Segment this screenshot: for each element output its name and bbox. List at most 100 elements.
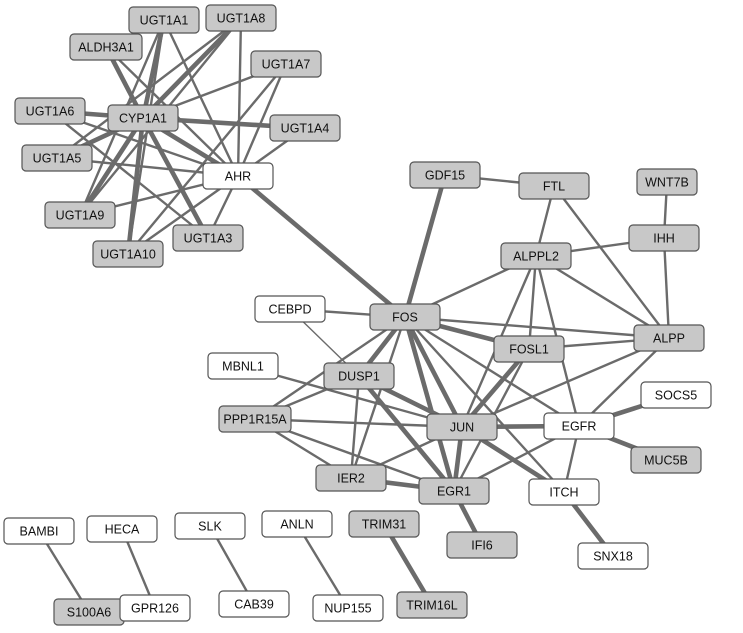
- node-ugt1a7[interactable]: UGT1A7: [250, 50, 322, 78]
- node-fosl1[interactable]: FOSL1: [493, 335, 565, 363]
- node-label: ALDH3A1: [78, 41, 134, 55]
- node-label: FOS: [392, 311, 418, 325]
- node-snx18[interactable]: SNX18: [577, 542, 649, 570]
- node-alppl2[interactable]: ALPPL2: [500, 242, 572, 270]
- edge-ugt1a1-ugt1a10: [126, 18, 166, 256]
- node-ihh[interactable]: IHH: [628, 224, 700, 252]
- edge-alppl2-fosl1: [527, 254, 538, 351]
- node-box: [269, 114, 341, 142]
- node-label: SLK: [198, 520, 222, 534]
- node-box: [254, 295, 326, 323]
- node-box: [250, 50, 322, 78]
- node-cebpd[interactable]: CEBPD: [254, 295, 326, 323]
- edge-gdf15-fos: [402, 172, 448, 320]
- node-trim16l[interactable]: TRIM16L: [396, 591, 468, 619]
- node-aldh3a1[interactable]: ALDH3A1: [69, 33, 143, 61]
- node-label: DUSP1: [338, 370, 380, 384]
- node-label: IHH: [653, 232, 675, 246]
- node-label: CAB39: [234, 598, 274, 612]
- node-mbnl1[interactable]: MBNL1: [207, 352, 279, 380]
- node-fos[interactable]: FOS: [369, 303, 441, 331]
- node-gdf15[interactable]: GDF15: [409, 161, 481, 189]
- edge-anln-nup155: [295, 522, 350, 610]
- node-label: GPR126: [131, 602, 179, 616]
- node-slk[interactable]: SLK: [174, 512, 246, 540]
- node-s100a6[interactable]: S100A6: [53, 598, 125, 626]
- node-label: EGFR: [562, 420, 597, 434]
- node-cab39[interactable]: CAB39: [218, 590, 290, 618]
- edge-ugt1a7-ugt1a10: [126, 62, 288, 256]
- node-socs5[interactable]: SOCS5: [640, 381, 712, 409]
- node-box: [218, 590, 290, 618]
- node-box: [92, 240, 164, 268]
- node-label: TRIM31: [362, 518, 407, 532]
- node-heca[interactable]: HECA: [86, 515, 158, 543]
- node-label: ITCH: [549, 486, 578, 500]
- node-label: TRIM16L: [406, 599, 457, 613]
- node-box: [323, 362, 395, 390]
- edge-fos-egr1: [402, 314, 457, 494]
- node-label: CEBPD: [268, 303, 311, 317]
- node-anln[interactable]: ANLN: [261, 510, 333, 538]
- node-ugt1a10[interactable]: UGT1A10: [92, 240, 164, 268]
- node-dusp1[interactable]: DUSP1: [323, 362, 395, 390]
- node-label: UGT1A4: [281, 122, 330, 136]
- node-alpp[interactable]: ALPP: [633, 324, 705, 352]
- node-ifi6[interactable]: IFI6: [446, 531, 518, 559]
- edge-alpp-jun: [460, 336, 671, 429]
- node-box: [202, 162, 274, 190]
- edge-ftl-alpp: [552, 184, 671, 340]
- node-label: UGT1A5: [33, 152, 82, 166]
- node-ahr[interactable]: AHR: [202, 162, 274, 190]
- node-label: UGT1A8: [217, 12, 266, 26]
- node-ugt1a1[interactable]: UGT1A1: [128, 6, 200, 34]
- node-box: [409, 161, 481, 189]
- node-ppp1r15a[interactable]: PPP1R15A: [218, 405, 292, 433]
- edge-alpp-egfr: [577, 336, 671, 428]
- node-box: [543, 412, 615, 440]
- node-ugt1a5[interactable]: UGT1A5: [21, 144, 93, 172]
- node-box: [628, 224, 700, 252]
- node-box: [14, 97, 86, 125]
- node-box: [640, 381, 712, 409]
- node-itch[interactable]: ITCH: [528, 478, 600, 506]
- node-box: [86, 515, 158, 543]
- node-box: [577, 542, 649, 570]
- node-box: [528, 478, 600, 506]
- node-box: [107, 104, 179, 132]
- node-box: [418, 477, 490, 505]
- node-ugt1a3[interactable]: UGT1A3: [172, 224, 244, 252]
- edge-ugt1a8-ugt1a5: [55, 16, 243, 160]
- node-box: [128, 6, 200, 34]
- node-ftl[interactable]: FTL: [518, 172, 590, 200]
- node-ugt1a4[interactable]: UGT1A4: [269, 114, 341, 142]
- node-box: [493, 335, 565, 363]
- node-label: ALPPL2: [513, 250, 559, 264]
- node-cyp1a1[interactable]: CYP1A1: [107, 104, 179, 132]
- node-gpr126[interactable]: GPR126: [119, 594, 191, 622]
- node-label: FOSL1: [509, 343, 549, 357]
- node-muc5b[interactable]: MUC5B: [630, 446, 702, 474]
- node-egfr[interactable]: EGFR: [543, 412, 615, 440]
- node-egr1[interactable]: EGR1: [418, 477, 490, 505]
- node-trim31[interactable]: TRIM31: [348, 510, 420, 538]
- node-box: [633, 324, 705, 352]
- node-label: NUP155: [324, 602, 371, 616]
- node-box: [44, 201, 116, 229]
- node-bambi[interactable]: BAMBI: [3, 517, 75, 545]
- node-label: UGT1A9: [56, 209, 105, 223]
- node-nup155[interactable]: NUP155: [312, 594, 384, 622]
- node-ugt1a9[interactable]: UGT1A9: [44, 201, 116, 229]
- node-ier2[interactable]: IER2: [315, 464, 387, 492]
- edge-dusp1-egr1: [356, 373, 457, 494]
- node-wnt7b[interactable]: WNT7B: [636, 168, 698, 196]
- node-box: [396, 591, 468, 619]
- node-label: IFI6: [471, 539, 493, 553]
- node-ugt1a8[interactable]: UGT1A8: [205, 4, 277, 32]
- node-jun[interactable]: JUN: [426, 413, 498, 441]
- node-ugt1a6[interactable]: UGT1A6: [14, 97, 86, 125]
- node-box: [446, 531, 518, 559]
- edge-fos-jun: [402, 314, 465, 430]
- node-box: [348, 510, 420, 538]
